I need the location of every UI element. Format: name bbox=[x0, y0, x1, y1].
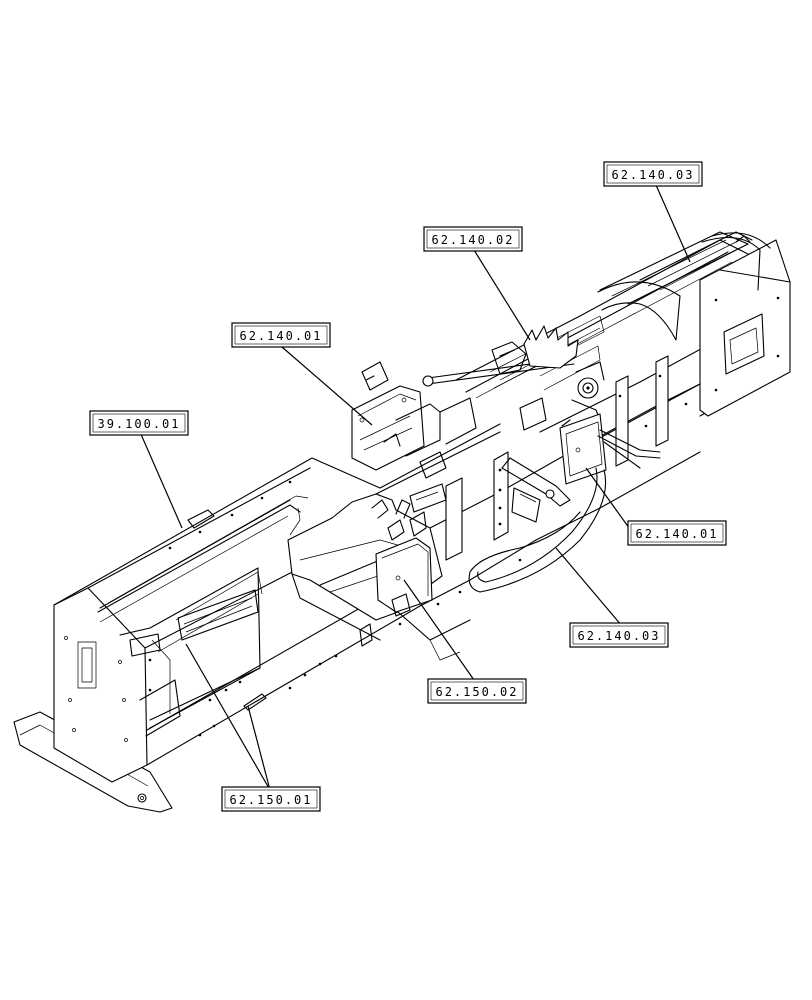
callout-label: 62.140.01 bbox=[635, 527, 718, 541]
callout-62-140-02[interactable]: 62.140.02 bbox=[423, 226, 523, 252]
leader-62-150-01-a bbox=[185, 643, 271, 791]
main-frame-front-face bbox=[53, 587, 148, 783]
upper-left-bracket bbox=[351, 361, 477, 479]
callout-label: 62.140.01 bbox=[239, 329, 322, 343]
leader-62-140-03-top bbox=[655, 184, 691, 263]
callout-62-150-02[interactable]: 62.150.02 bbox=[427, 678, 527, 704]
callout-label: 62.150.01 bbox=[229, 793, 312, 807]
callout-39-100-01[interactable]: 39.100.01 bbox=[89, 410, 189, 436]
leader-39-100-01 bbox=[139, 431, 183, 529]
hose-lower bbox=[468, 469, 607, 593]
leader-62-140-02 bbox=[473, 249, 531, 341]
gear-cam-assembly bbox=[491, 325, 605, 431]
callout-label: 39.100.01 bbox=[97, 417, 180, 431]
callout-62-140-03-bottom[interactable]: 62.140.03 bbox=[569, 622, 669, 648]
leader-lines bbox=[139, 184, 691, 791]
chassis-line-art bbox=[13, 231, 791, 813]
control-panel bbox=[559, 413, 661, 485]
callout-62-140-01-right[interactable]: 62.140.01 bbox=[627, 520, 727, 546]
leader-62-140-01-right bbox=[585, 467, 633, 533]
callout-label: 62.140.02 bbox=[431, 233, 514, 247]
callout-62-150-01[interactable]: 62.150.01 bbox=[221, 786, 321, 812]
callout-62-140-03-top[interactable]: 62.140.03 bbox=[603, 161, 703, 187]
rivets-left bbox=[148, 480, 307, 737]
callout-label: 62.140.03 bbox=[577, 629, 660, 643]
callout-label: 62.140.03 bbox=[611, 168, 694, 182]
leader-62-140-03-bottom bbox=[555, 547, 623, 627]
callout-62-140-01-left[interactable]: 62.140.01 bbox=[231, 322, 331, 348]
leader-62-140-01-left bbox=[281, 346, 373, 426]
leader-62-150-01-b bbox=[247, 705, 271, 791]
callout-label: 62.150.02 bbox=[435, 685, 518, 699]
leader-62-150-02 bbox=[403, 579, 475, 681]
